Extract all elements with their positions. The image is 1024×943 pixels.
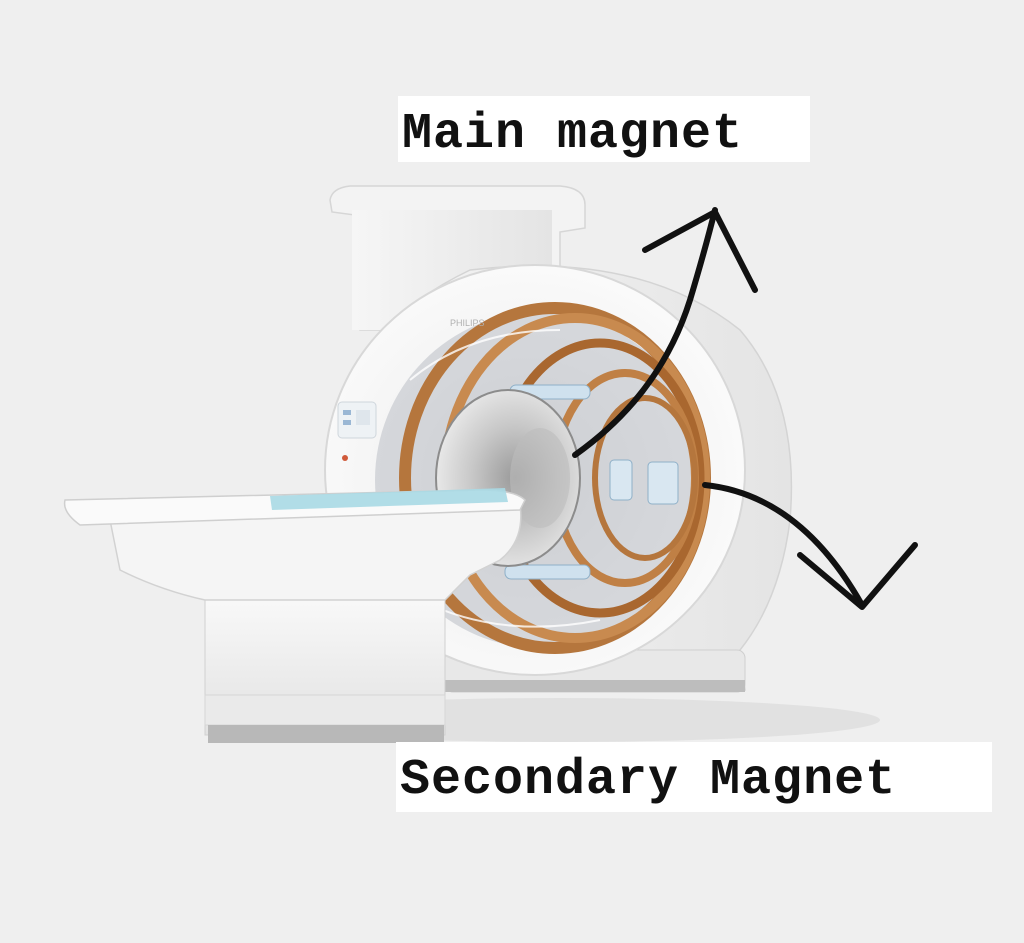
main-magnet-label: Main magnet [398, 96, 810, 162]
main-magnet-arrow [572, 207, 758, 458]
magnet-coils [375, 302, 711, 654]
secondary-magnet-arrow [702, 482, 918, 610]
patient-table [63, 488, 526, 743]
secondary-magnet-label: Secondary Magnet [396, 742, 992, 812]
brand-mark: PHILIPS [450, 318, 485, 328]
